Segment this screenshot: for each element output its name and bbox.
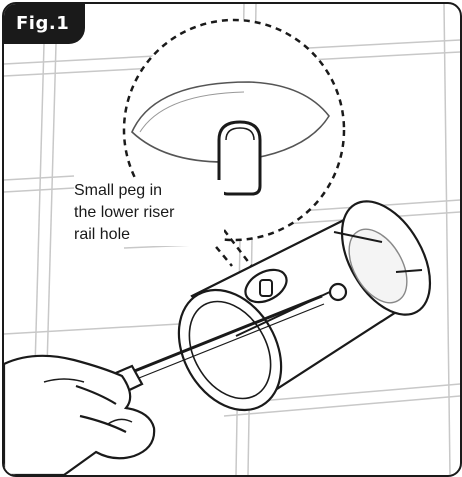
hand xyxy=(4,354,156,475)
installation-illustration xyxy=(4,4,460,475)
figure-label: Fig.1 xyxy=(4,4,86,44)
callout-text: Small peg in the lower riser rail hole xyxy=(74,180,224,246)
riser-holder xyxy=(177,200,432,412)
callout-line-3: rail hole xyxy=(74,226,131,243)
callout-line-2: the lower riser xyxy=(74,204,175,221)
callout-line-1: Small peg in xyxy=(74,182,163,199)
